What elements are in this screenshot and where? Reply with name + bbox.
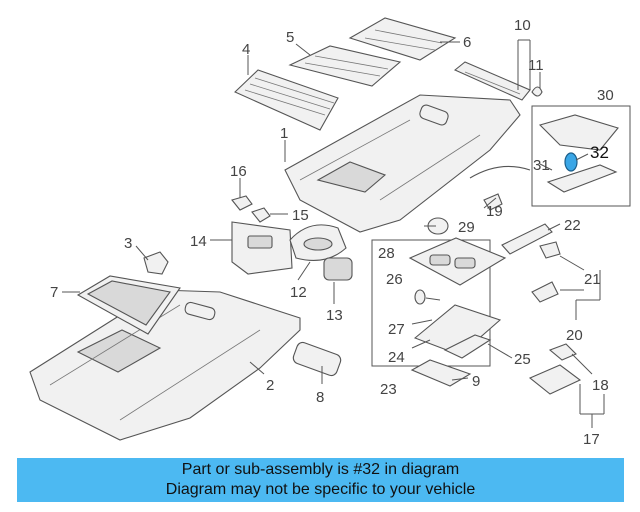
part-9-cover[interactable]	[410, 359, 472, 387]
callout-11: 11	[528, 57, 544, 74]
callout-25: 25	[514, 351, 531, 368]
callout-5: 5	[286, 29, 294, 46]
parts-diagram: 1 2 3 4 5 6 7 8 9 10 11 12 13 14 15 16 1…	[29, 17, 631, 448]
callout-2: 2	[266, 377, 274, 394]
callout-24: 24	[388, 349, 405, 366]
callout-1: 1	[280, 125, 288, 142]
callout-29: 29	[458, 219, 475, 236]
callout-27: 27	[388, 321, 405, 338]
callout-3: 3	[124, 235, 132, 252]
part-13-lens[interactable]	[323, 257, 353, 281]
callout-8: 8	[316, 389, 324, 406]
callout-20: 20	[566, 327, 583, 344]
leader-lines	[62, 39, 605, 428]
callout-14: 14	[190, 233, 207, 250]
callout-26: 26	[386, 271, 403, 288]
callout-6: 6	[463, 34, 471, 51]
part-2-headliner[interactable]	[29, 289, 301, 441]
part-7-panel[interactable]	[76, 275, 181, 335]
callout-13: 13	[326, 307, 343, 324]
part-6-pad[interactable]	[348, 17, 457, 61]
part-4-pad[interactable]	[234, 69, 339, 131]
callout-31: 31	[533, 157, 550, 174]
callout-4: 4	[242, 41, 250, 58]
part-22-switch[interactable]	[501, 223, 553, 255]
fitment-notice-banner: Part or sub-assembly is #32 in diagram D…	[17, 458, 624, 502]
part-16-bracket[interactable]	[231, 195, 253, 211]
part-12-lamp[interactable]	[289, 224, 347, 261]
callout-12: 12	[290, 284, 307, 301]
part-5-pad[interactable]	[288, 45, 402, 87]
callout-19: 19	[486, 203, 503, 220]
part-8-lens[interactable]	[292, 341, 343, 377]
part-14-sunvisor[interactable]	[231, 221, 293, 275]
part-15-clip[interactable]	[251, 207, 271, 223]
callout-28: 28	[378, 245, 395, 262]
callout-23: 23	[380, 381, 397, 398]
part-11-clip[interactable]	[531, 86, 543, 97]
part-19-handle[interactable]	[469, 165, 531, 211]
callout-18: 18	[592, 377, 609, 394]
callout-16: 16	[230, 163, 247, 180]
callout-9: 9	[472, 373, 480, 390]
part-32-bulb[interactable]	[564, 152, 578, 172]
callout-10: 10	[514, 17, 531, 34]
part-21-clip[interactable]	[531, 241, 561, 303]
callout-22: 22	[564, 217, 581, 234]
part-30-console[interactable]	[531, 105, 631, 207]
part-23-group[interactable]	[371, 237, 507, 367]
callout-17: 17	[583, 431, 600, 448]
part-18-lamp[interactable]	[528, 343, 582, 395]
part-1-headliner[interactable]	[284, 94, 521, 233]
callout-labels: 1 2 3 4 5 6 7 8 9 10 11 12 13 14 15 16 1…	[50, 17, 614, 448]
callout-30: 30	[597, 87, 614, 104]
part-3-bracket[interactable]	[143, 251, 169, 275]
banner-line-1: Part or sub-assembly is #32 in diagram	[181, 461, 460, 478]
callout-7: 7	[50, 284, 58, 301]
part-10-rail[interactable]	[453, 61, 531, 101]
callout-21: 21	[584, 271, 601, 288]
callout-32: 32	[590, 143, 609, 162]
callout-15: 15	[292, 207, 309, 224]
banner-line-2: Diagram may not be specific to your vehi…	[165, 481, 476, 498]
